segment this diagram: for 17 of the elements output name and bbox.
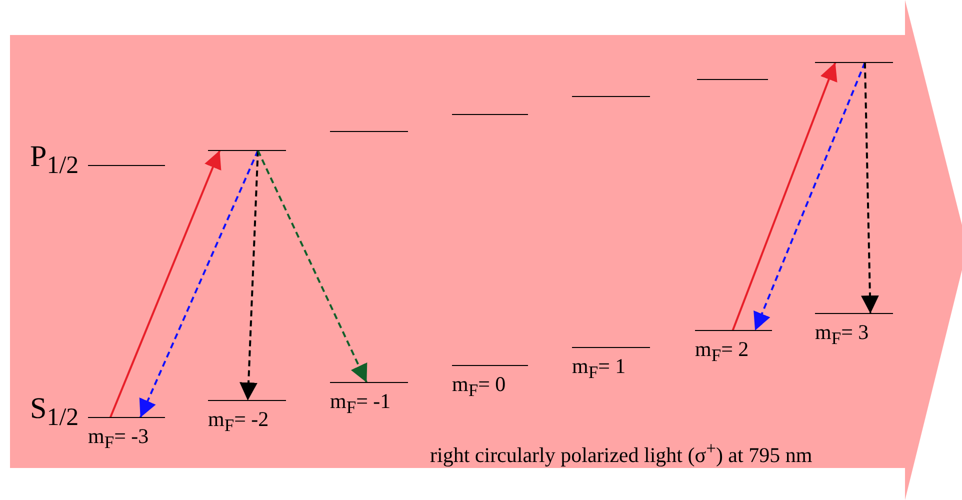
transition-arrow — [861, 62, 879, 314]
level-label: m$_{F}$= -3 — [88, 424, 149, 454]
level-label: m$_{F}$= -2 — [208, 407, 269, 436]
transition-arrow — [754, 62, 866, 331]
transition-arrow — [732, 62, 838, 331]
beam-caption: right circularly polarized light (σ$^{+}$) at 795 nm — [430, 438, 812, 468]
level-label: m$_{F}$= 2 — [695, 337, 749, 366]
state-label: S$_{1/2}$ — [30, 392, 79, 432]
level-label: m$_{F}$= 0 — [452, 372, 506, 402]
transition-arrow — [139, 150, 259, 418]
level-label: m$_{F}$= -1 — [330, 389, 391, 418]
transition-arrow — [257, 150, 368, 383]
transition-arrow — [109, 150, 222, 418]
transition-arrow — [240, 150, 259, 401]
level-label: m$_{F}$= 1 — [572, 354, 626, 384]
state-label: P$_{1/2}$ — [30, 140, 79, 180]
level-label: m$_{F}$= 3 — [815, 320, 869, 350]
